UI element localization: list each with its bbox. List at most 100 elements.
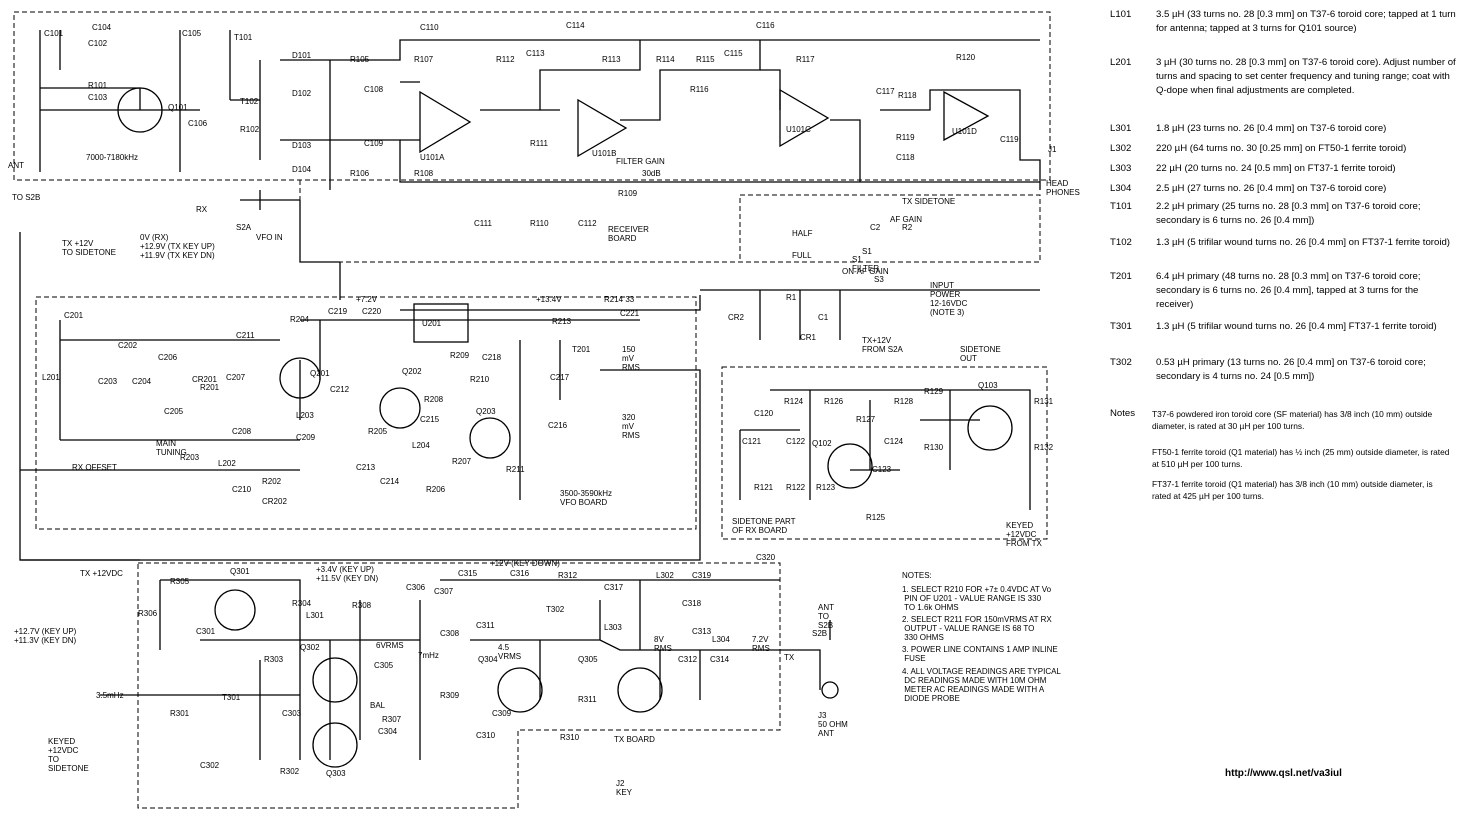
legend-desc: 6.4 µH primary (48 turns no. 28 [0.3 mm]…	[1156, 271, 1421, 310]
legend-ref: T302	[1110, 357, 1132, 368]
component-ref-c102: C102	[88, 39, 108, 48]
component-ref-q304: Q304	[478, 655, 498, 664]
component-ref-r129: R129	[924, 387, 944, 396]
vrms6-label: 6VRMS	[376, 641, 404, 650]
r214-label: R214 33	[604, 295, 635, 304]
component-ref-l301: L301	[306, 611, 324, 620]
component-ref-cr2: CR2	[728, 313, 745, 322]
component-ref-q203: Q203	[476, 407, 496, 416]
component-ref-r312: R312	[558, 571, 578, 580]
legend-ref: L304	[1110, 183, 1132, 194]
component-ref-c319: C319	[692, 571, 712, 580]
component-ref-c108: C108	[364, 85, 384, 94]
j1-label: J1	[1048, 145, 1057, 154]
v72-label: +7.2V	[356, 295, 378, 304]
regulator-u201	[413, 303, 469, 343]
component-ref-c315: C315	[458, 569, 478, 578]
component-ref-r123: R123	[816, 483, 836, 492]
seven-mhz-label: 7mHz	[418, 651, 439, 660]
component-ref-c316: C316	[510, 569, 530, 578]
component-ref-t102: T102	[240, 97, 259, 106]
component-ref-c118: C118	[896, 153, 915, 162]
sidetone-board-outline	[721, 366, 1048, 540]
tx-board-label: TX BOARD	[614, 735, 655, 744]
on-af-gain-label: ON-AF GAIN	[842, 267, 889, 276]
component-ref-c308: C308	[440, 629, 460, 638]
component-ref-q302: Q302	[300, 643, 320, 652]
component-ref-c212: C212	[330, 385, 350, 394]
component-ref-r206: R206	[426, 485, 446, 494]
component-ref-r102: R102	[240, 125, 260, 134]
component-ref-l203: L203	[296, 411, 314, 420]
component-ref-c302: C302	[200, 761, 220, 770]
component-ref-c305: C305	[374, 661, 394, 670]
component-ref-r210: R210	[470, 375, 490, 384]
source-url[interactable]: http://www.qsl.net/va3iul	[1225, 768, 1342, 779]
component-ref-c303: C303	[282, 709, 302, 718]
component-ref-q201: Q201	[310, 369, 330, 378]
component-ref-u101a: U101A	[420, 153, 445, 162]
bal-label: BAL	[370, 701, 386, 710]
component-ref-r308: R308	[352, 601, 372, 610]
component-ref-cr202: CR202	[262, 497, 287, 506]
component-ref-r125: R125	[866, 513, 886, 522]
component-ref-u101d: U101D	[952, 127, 977, 136]
schematic-notes: NOTES: 1. SELECT R210 FOR +7± 0.4VDC AT …	[902, 571, 1061, 703]
component-ref-c119: C119	[1000, 135, 1019, 144]
component-ref-r106: R106	[350, 169, 370, 178]
component-ref-r302: R302	[280, 767, 300, 776]
schematic-note-2: 2. SELECT R211 FOR 150mVRMS AT RX OUTPUT…	[902, 615, 1052, 642]
component-ref-c205: C205	[164, 407, 184, 416]
transistors	[117, 87, 1013, 768]
schematic-note-1: 1. SELECT R210 FOR +7± 0.4VDC AT Vo PIN …	[902, 585, 1052, 612]
component-ref-r105: R105	[350, 55, 370, 64]
component-ref-c121: C121	[742, 437, 762, 446]
legend-ref: T102	[1110, 237, 1132, 248]
component-ref-r205: R205	[368, 427, 388, 436]
component-ref-r107: R107	[414, 55, 434, 64]
component-ref-r301: R301	[170, 709, 190, 718]
legend-desc: 2.2 µH primary (25 turns no. 28 [0.3 mm]…	[1156, 201, 1421, 226]
tx-switch-label: TX	[784, 653, 795, 662]
component-ref-r127: R127	[856, 415, 876, 424]
component-ref-c109: C109	[364, 139, 384, 148]
v34-label: +3.4V (KEY UP)+11.5V (KEY DN)	[316, 565, 379, 583]
legend-desc: 22 µH (20 turns no. 24 [0.5 mm] on FT37-…	[1156, 163, 1396, 174]
s2b-label: S2B	[812, 629, 827, 638]
component-ref-cr201: CR201	[192, 375, 217, 384]
component-ref-r207: R207	[452, 457, 472, 466]
component-ref-c221: C221	[620, 309, 640, 318]
v12-key-down-label: +12V (KEY DOWN)	[490, 559, 560, 568]
receiver-board-lower-outline	[299, 180, 1041, 263]
component-ref-r309: R309	[440, 691, 460, 700]
component-ref-c105: C105	[182, 29, 202, 38]
full-label: FULL	[792, 251, 812, 260]
component-ref-r124: R124	[784, 397, 804, 406]
component-ref-r204: R204	[290, 315, 310, 324]
component-ref-c123: C123	[872, 465, 892, 474]
legend-notes-title: Notes	[1110, 408, 1136, 419]
legend-ref: L301	[1110, 123, 1132, 134]
legend-ref: T301	[1110, 321, 1132, 332]
component-ref-c320: C320	[756, 553, 776, 562]
ant-label: ANT	[8, 161, 24, 170]
filter-gain-value: 30dB	[642, 169, 661, 178]
component-ref-r109: R109	[618, 189, 638, 198]
tx-board-outline	[137, 562, 781, 809]
component-ref-r111: R111	[530, 139, 548, 148]
component-ref-r304: R304	[292, 599, 312, 608]
rx-switch-label: RX	[196, 205, 208, 214]
component-ref-r310: R310	[560, 733, 580, 742]
component-ref-l204: L204	[412, 441, 430, 450]
